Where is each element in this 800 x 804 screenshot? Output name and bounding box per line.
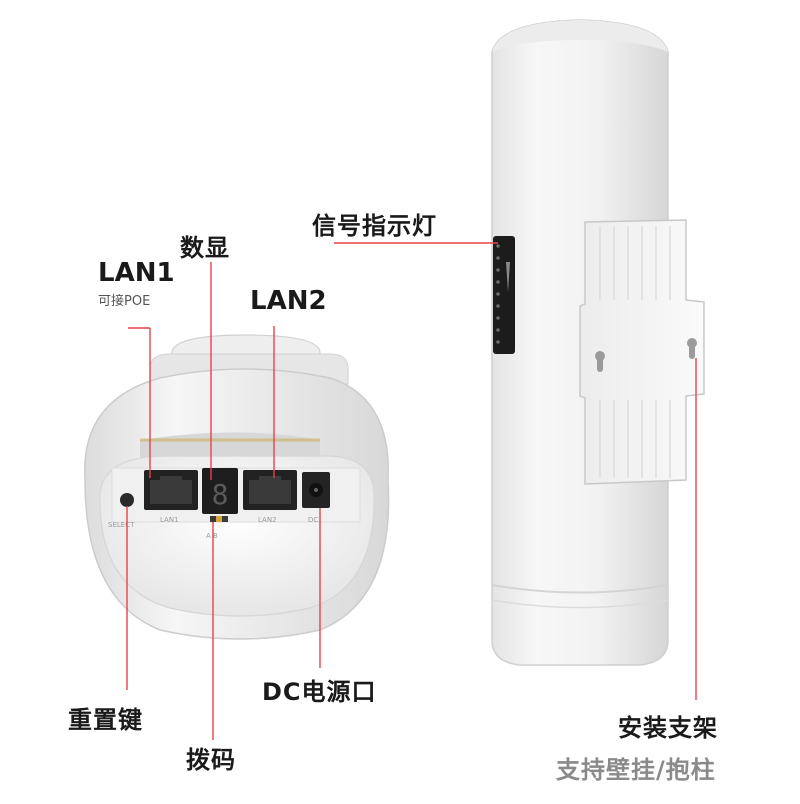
port-label-lan2: LAN2 (258, 516, 277, 524)
port-label-lan1: LAN1 (160, 516, 179, 524)
tube-device (491, 19, 705, 666)
tube-seam (491, 584, 669, 594)
label-lan1: LAN1 (98, 258, 175, 288)
digit-display-value: 8 (212, 478, 229, 511)
port-label-select: SELECT (108, 521, 135, 529)
tube-seam (491, 599, 669, 609)
label-mount-bracket: 安装支架 (618, 714, 718, 742)
signal-led-dots (496, 244, 500, 344)
port-label-ab: A B (206, 532, 218, 540)
reset-button (120, 493, 134, 507)
pointer-lines (126, 242, 697, 740)
label-lan1-poe: 可接POE (98, 294, 151, 309)
label-mount-support: 支持壁挂/抱柱 (556, 756, 716, 784)
label-dc-power: DC电源口 (262, 678, 377, 706)
signal-led-panel (493, 236, 515, 354)
label-reset-key: 重置键 (68, 706, 143, 734)
mounting-bracket (579, 219, 705, 485)
label-signal-indicator: 信号指示灯 (312, 212, 437, 240)
label-dip-switch: 拨码 (186, 746, 236, 774)
keyhole-slot-icon (595, 338, 697, 372)
signal-bars-icon (506, 262, 510, 292)
label-display: 数显 (180, 234, 230, 262)
tube-cap (492, 20, 668, 52)
port-label-dc: DC (308, 516, 318, 524)
port-end-device: SELECT LAN1 A B LAN2 DC 8 (83, 334, 390, 640)
label-lan2: LAN2 (250, 286, 327, 316)
